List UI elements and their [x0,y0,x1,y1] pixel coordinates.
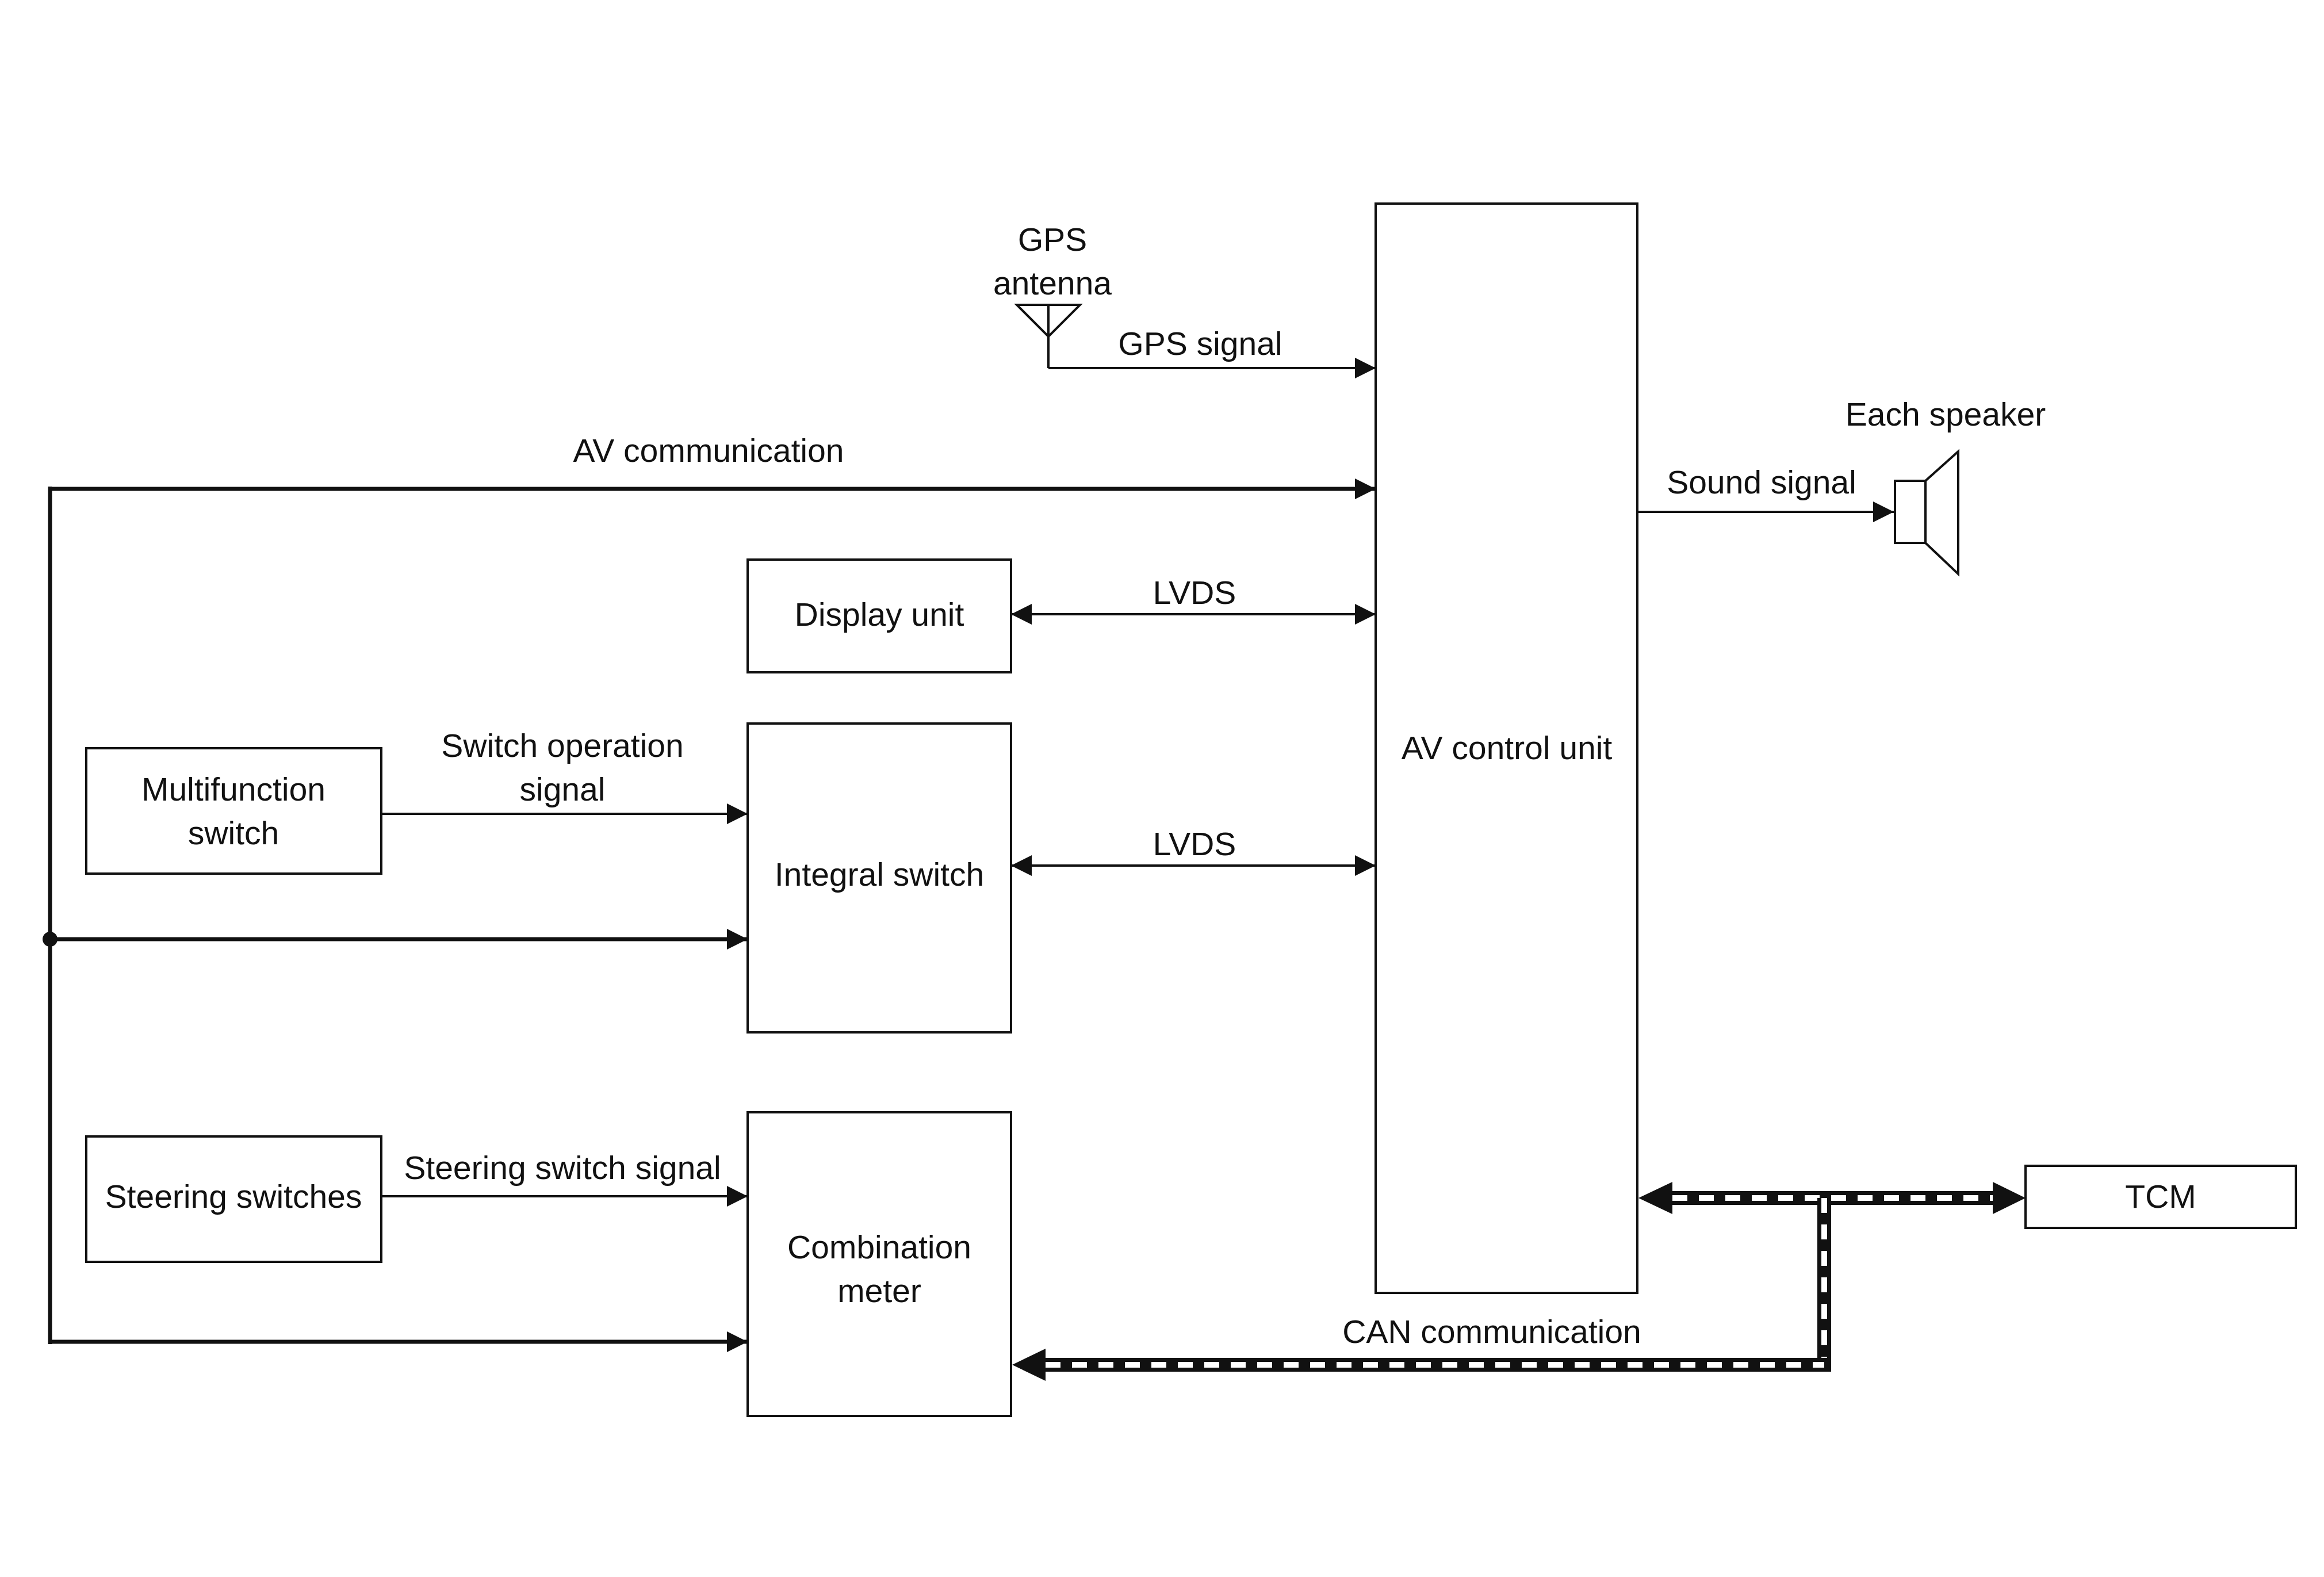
steering-switches-label: Steering switches [105,1178,362,1215]
can-arrow-av [1638,1182,1672,1214]
tcm-label: TCM [2125,1178,2196,1215]
lvds-display-label: LVDS [1153,575,1236,611]
integral-switch-block [746,722,1012,1034]
can-communication-bus [1012,1182,2026,1381]
lvds-integral-label: LVDS [1153,826,1236,863]
display-unit-label: Display unit [795,596,964,633]
speaker-icon [1894,449,1959,577]
gps-signal-label: GPS signal [1118,326,1282,362]
multifunction-switch-label-line1: Multifunction [141,771,326,808]
multifunction-switch-label-line2: switch [188,815,279,852]
junction-dot [43,932,58,947]
switch-operation-label-line2: signal [520,771,606,808]
display-unit-block [746,558,1012,673]
av-communication-label: AV communication [573,432,844,469]
combination-meter-label-line2: meter [837,1273,921,1310]
integral-switch-label: Integral switch [775,856,984,893]
switch-operation-label-line1: Switch operation [441,728,683,764]
each-speaker-label: Each speaker [1846,396,2046,433]
combination-meter-label-line1: Combination [787,1229,971,1266]
gps-antenna-label-line1: GPS [1018,221,1087,258]
antenna-icon [1014,304,1083,368]
tcm-block [2024,1165,2297,1229]
multifunction-switch-block [85,747,382,875]
can-arrow-meter [1012,1349,1046,1381]
steering-switch-signal-label: Steering switch signal [404,1150,721,1186]
steering-switches-block [85,1135,382,1263]
av-control-unit-block [1375,202,1638,1294]
can-communication-label: CAN communication [1342,1314,1641,1350]
gps-antenna-label-line2: antenna [993,265,1112,302]
can-arrow-tcm [1993,1182,2026,1214]
sound-signal-label: Sound signal [1667,464,1856,501]
av-control-unit-label: AV control unit [1402,730,1613,767]
combination-meter-block [746,1111,1012,1417]
